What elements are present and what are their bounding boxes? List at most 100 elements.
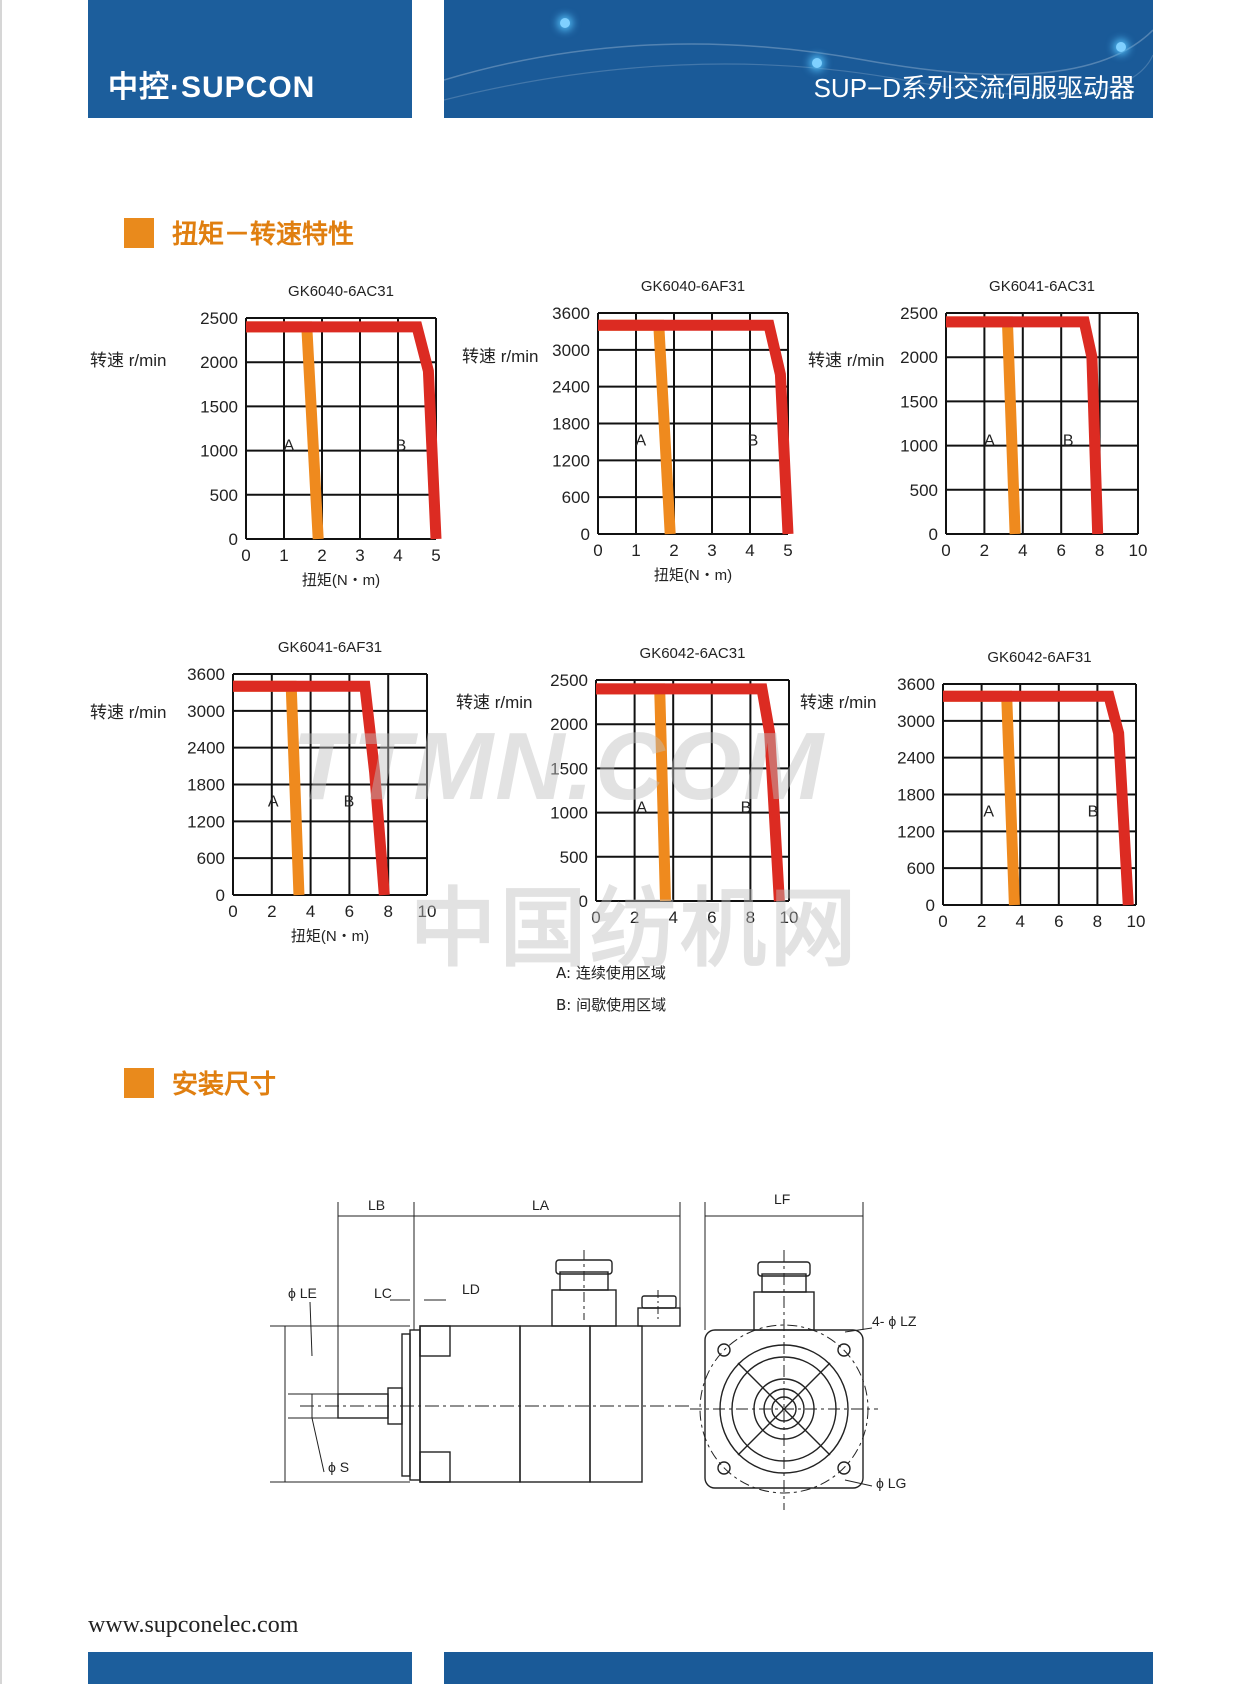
chart-title: GK6041-6AC31 <box>989 278 1095 295</box>
x-tick-label: 2 <box>267 902 276 921</box>
dimension-label-la: LA <box>532 1197 550 1213</box>
section-marker <box>124 218 154 248</box>
y-tick-label: 1000 <box>200 442 238 461</box>
series-b-curve <box>943 690 1134 906</box>
section-title-dimensions: 安装尺寸 <box>172 1070 277 1100</box>
series-label-b: B <box>1088 804 1099 821</box>
series-label-b: B <box>396 438 407 455</box>
x-tick-label: 4 <box>306 902 315 921</box>
y-tick-label: 1800 <box>897 786 935 805</box>
x-tick-label: 8 <box>383 902 392 921</box>
website-url[interactable]: www.supconelec.com <box>88 1612 299 1638</box>
chart-xlabel: 扭矩(N・m) <box>291 928 369 945</box>
x-tick-label: 5 <box>431 546 440 565</box>
series-label-a: A <box>268 794 279 811</box>
x-tick-label: 4 <box>1015 912 1024 931</box>
dimension-label-lz: 4- ϕ LZ <box>872 1313 917 1329</box>
footer-band-right <box>444 1652 1153 1684</box>
x-tick-label: 10 <box>1129 541 1148 560</box>
legend-b: B: 间歇使用区域 <box>556 996 667 1014</box>
chart-ylabel: 转速 r/min <box>462 347 539 366</box>
chart-title: GK6040-6AC31 <box>288 283 394 300</box>
x-tick-label: 0 <box>593 541 602 560</box>
series-label-b: B <box>741 800 752 817</box>
series-b-curve <box>246 321 442 540</box>
x-tick-label: 4 <box>668 908 677 927</box>
legend-a: A: 连续使用区域 <box>556 964 666 982</box>
chart-xlabel: 扭矩(N・m) <box>654 567 732 584</box>
watermark-text: TTMN.COM <box>292 713 826 820</box>
header-glow-dot <box>1116 42 1126 52</box>
dimension-label-ld: LD <box>462 1281 480 1297</box>
series-b-curve <box>946 316 1104 535</box>
chart-ylabel: 转速 r/min <box>90 703 167 722</box>
y-tick-label: 2000 <box>200 353 238 372</box>
motor-dimension-drawing: LB LA LF ϕ LE LC LD ϕ S 4- ϕ LZ ϕ LG <box>270 1191 917 1510</box>
y-tick-label: 500 <box>560 848 588 867</box>
x-tick-label: 4 <box>1018 541 1027 560</box>
chart-ylabel: 转速 r/min <box>90 351 167 370</box>
dimension-label-lf: LF <box>774 1191 790 1207</box>
x-tick-label: 4 <box>745 541 754 560</box>
series-b-curve <box>233 680 390 896</box>
logo-banner <box>88 0 412 118</box>
series-a-curve <box>943 690 1020 906</box>
series-label-a: A <box>636 800 647 817</box>
dimension-label-s: ϕ S <box>328 1459 349 1475</box>
x-tick-label: 0 <box>241 546 250 565</box>
y-tick-label: 1500 <box>550 759 588 778</box>
y-tick-label: 2000 <box>900 348 938 367</box>
x-tick-label: 6 <box>1054 912 1063 931</box>
x-tick-label: 6 <box>707 908 716 927</box>
x-tick-label: 10 <box>1127 912 1146 931</box>
motor-front-view <box>690 1250 878 1510</box>
y-tick-label: 3000 <box>187 702 225 721</box>
y-tick-label: 0 <box>581 525 590 544</box>
chart-title: GK6040-6AF31 <box>641 278 745 295</box>
x-tick-label: 5 <box>783 541 792 560</box>
x-tick-label: 1 <box>631 541 640 560</box>
chart-ylabel: 转速 r/min <box>456 693 533 712</box>
y-tick-label: 2400 <box>187 739 225 758</box>
x-tick-label: 0 <box>228 902 237 921</box>
x-tick-label: 3 <box>355 546 364 565</box>
y-tick-label: 600 <box>907 859 935 878</box>
dimension-label-lb: LB <box>368 1197 385 1213</box>
series-a-curve <box>246 321 324 540</box>
section-title-torque-speed: 扭矩－转速特性 <box>172 220 355 250</box>
section-marker <box>124 1068 154 1098</box>
x-tick-label: 2 <box>317 546 326 565</box>
y-tick-label: 3600 <box>187 665 225 684</box>
y-tick-label: 1200 <box>187 812 225 831</box>
x-tick-label: 2 <box>977 912 986 931</box>
page-edge-rule <box>0 0 2 1684</box>
y-tick-label: 1000 <box>900 437 938 456</box>
y-tick-label: 500 <box>910 481 938 500</box>
y-tick-label: 2400 <box>552 378 590 397</box>
x-tick-label: 0 <box>941 541 950 560</box>
header-glow-dot <box>812 58 822 68</box>
y-tick-label: 3600 <box>552 304 590 323</box>
dimension-lines <box>270 1202 873 1487</box>
series-b-curve <box>598 319 794 535</box>
series-label-b: B <box>344 794 355 811</box>
x-tick-label: 1 <box>279 546 288 565</box>
x-tick-label: 2 <box>630 908 639 927</box>
x-tick-label: 6 <box>345 902 354 921</box>
y-tick-label: 3000 <box>897 712 935 731</box>
supcon-logo: 中控·SUPCON <box>108 71 316 104</box>
chart-ylabel: 转速 r/min <box>808 351 885 370</box>
y-tick-label: 0 <box>929 525 938 544</box>
y-tick-label: 0 <box>579 892 588 911</box>
series-label-a: A <box>984 433 995 450</box>
series-label-a: A <box>635 433 646 450</box>
series-label-a: A <box>283 438 294 455</box>
watermark-text-cn: 中国纺机网 <box>410 879 860 979</box>
y-tick-label: 0 <box>229 530 238 549</box>
series-label-b: B <box>1063 433 1074 450</box>
y-tick-label: 1500 <box>900 392 938 411</box>
header-banner: SUP−D系列交流伺服驱动器 <box>444 0 1153 118</box>
x-tick-label: 8 <box>746 908 755 927</box>
